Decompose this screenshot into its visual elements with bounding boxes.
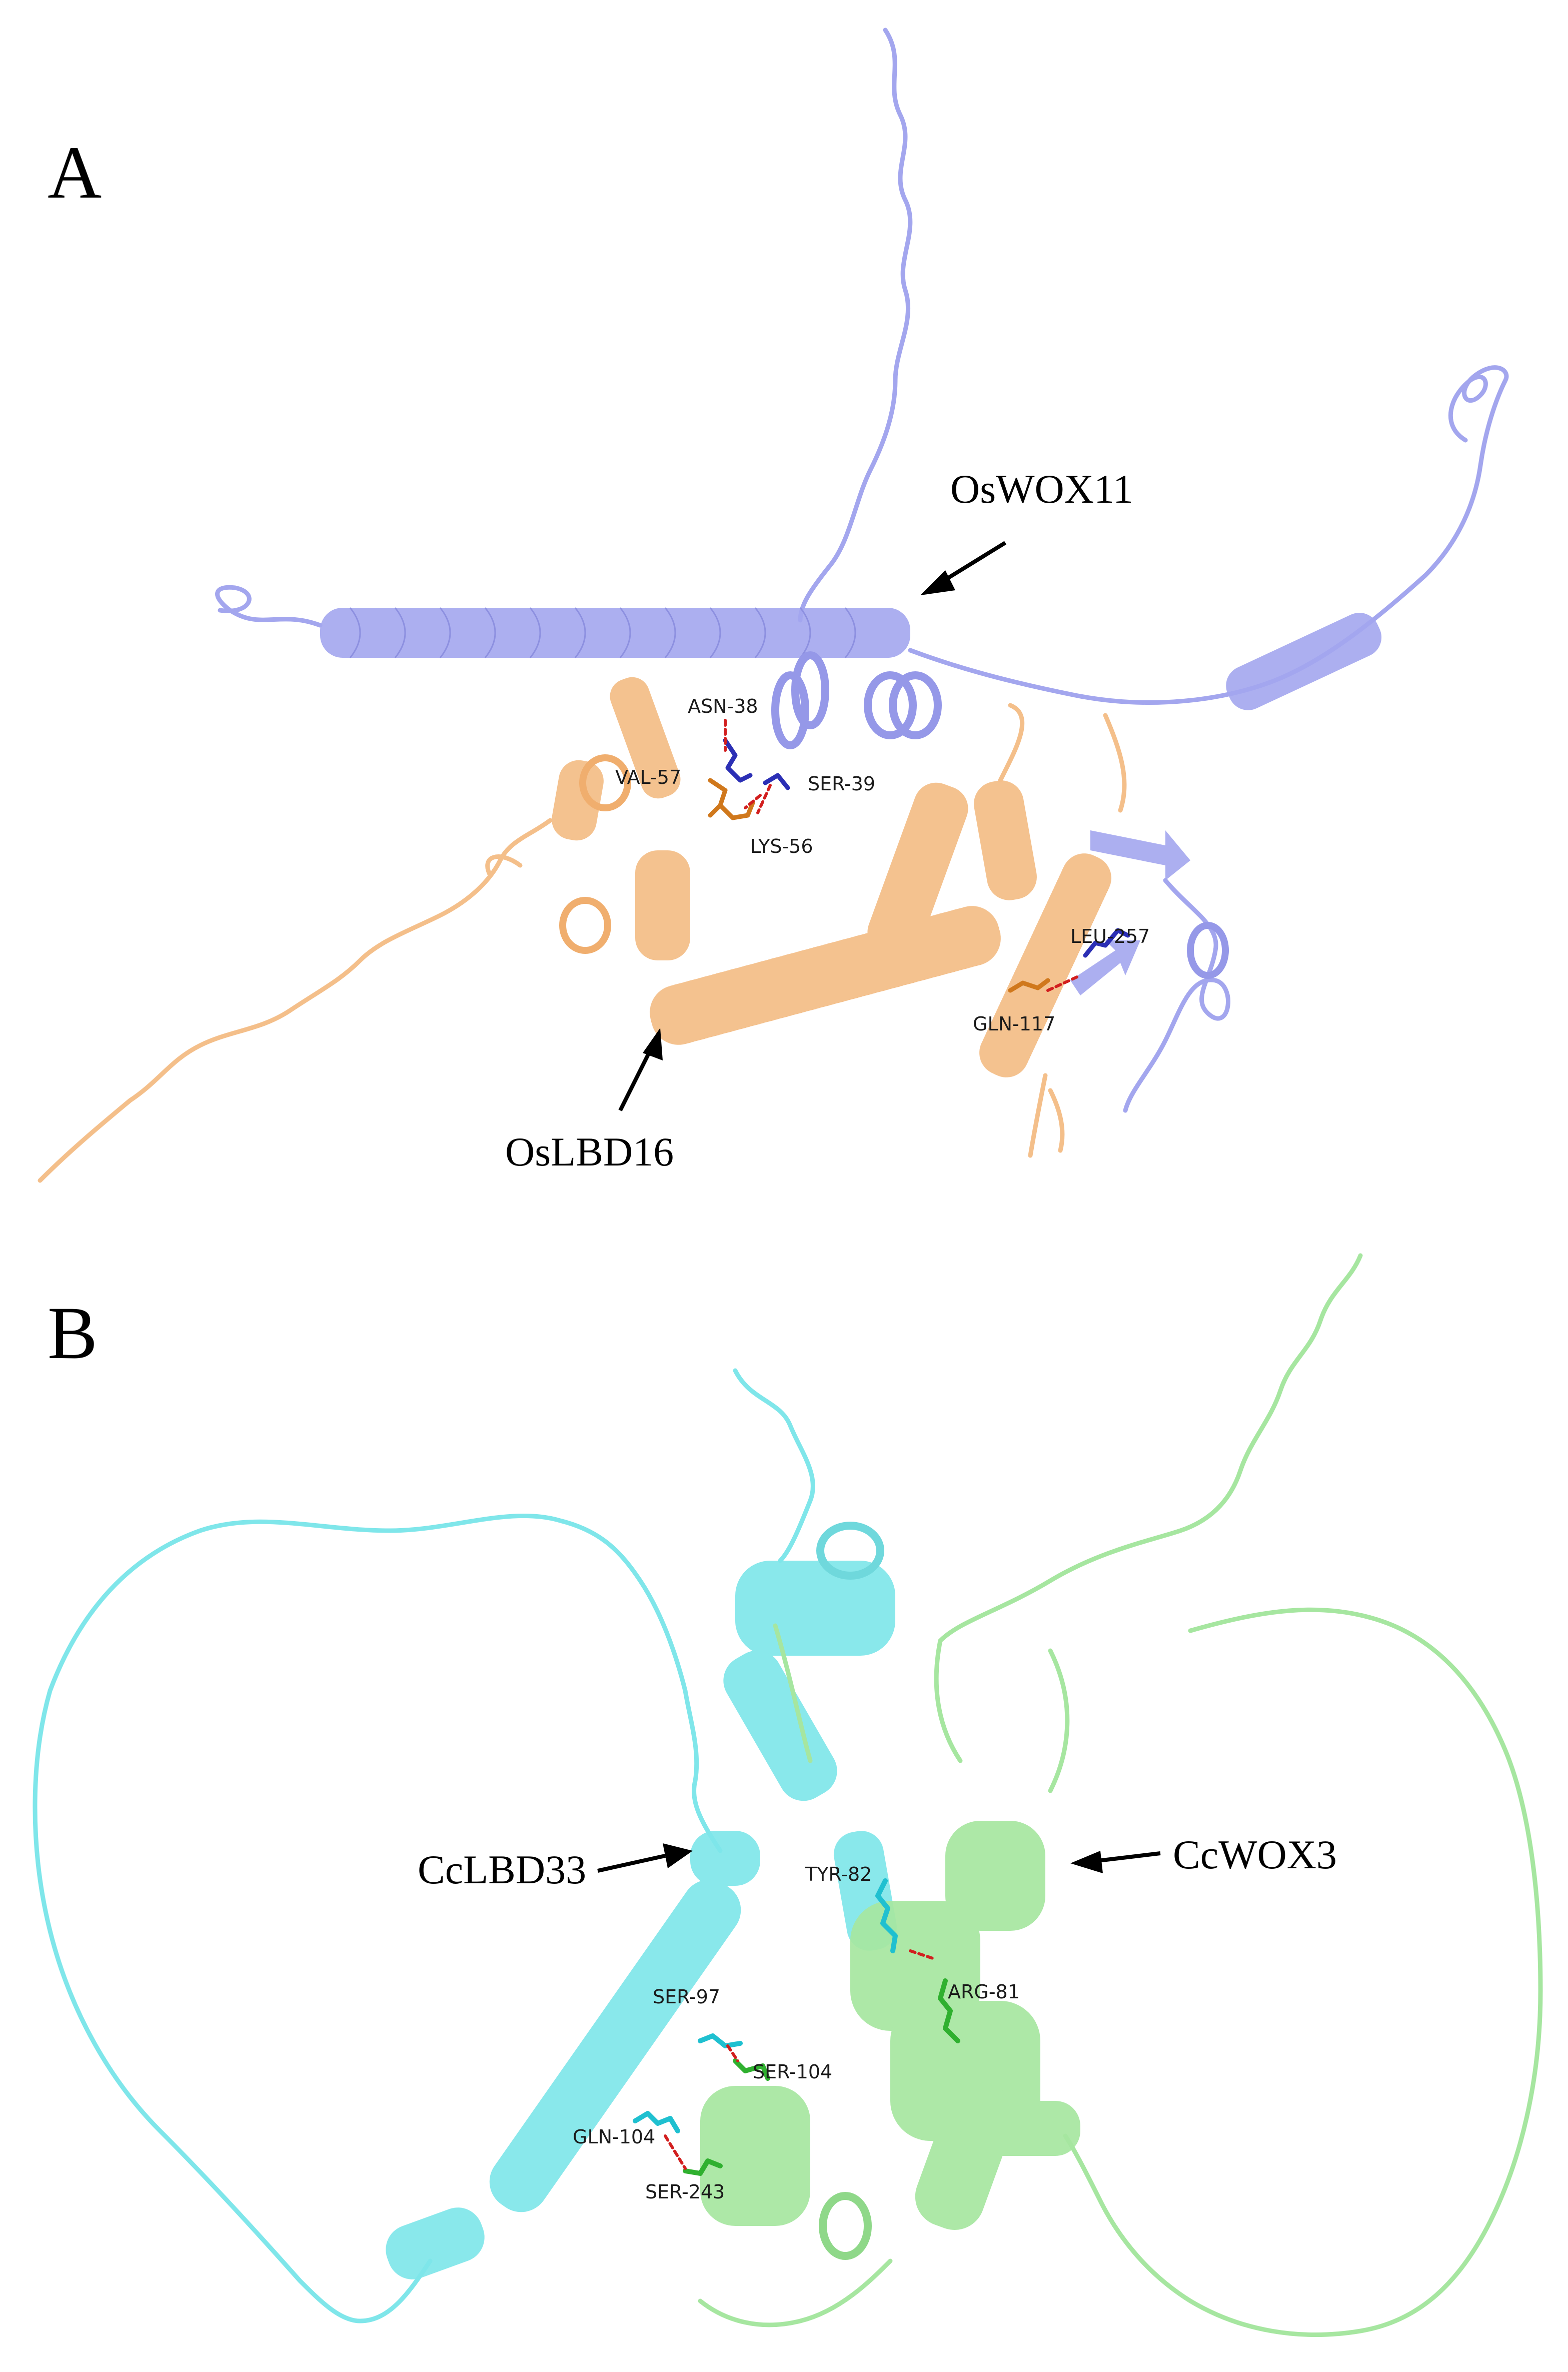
ccwox3-coil-right bbox=[1063, 1607, 1543, 2337]
oswox11-coil-left bbox=[215, 585, 323, 628]
panel-b-interactions bbox=[633, 1878, 960, 2176]
arrow-oswox11 bbox=[920, 541, 1007, 595]
panel-a-interactions bbox=[708, 719, 1130, 993]
panel-a-letter: A bbox=[48, 131, 102, 214]
panel-b-letter: B bbox=[48, 1292, 98, 1375]
ccwox3-coil-top bbox=[938, 1253, 1363, 1643]
residue-label-leu-257: LEU-257 bbox=[1070, 925, 1150, 947]
oswox11-structure bbox=[215, 28, 1509, 1113]
oswox11-coil-right bbox=[908, 365, 1509, 705]
cclbd33-helices bbox=[386, 1561, 897, 2279]
cclbd33-coil-loop bbox=[33, 1368, 815, 2323]
oswox11-helix-right bbox=[1226, 613, 1382, 710]
protein-label-ccwox3: CcWOX3 bbox=[1173, 1832, 1337, 1877]
residue-label-ser-39: SER-39 bbox=[808, 773, 875, 795]
oslbd16-helices bbox=[552, 677, 1111, 1077]
residue-label-arg-81: ARG-81 bbox=[948, 1981, 1020, 2003]
residue-label-ser-104: SER-104 bbox=[753, 2061, 832, 2083]
oswox11-helix-main bbox=[320, 608, 910, 658]
residue-label-asn-38: ASN-38 bbox=[688, 695, 758, 717]
arrow-oslbd16 bbox=[618, 1028, 663, 1111]
panel-b: B bbox=[33, 1253, 1543, 2337]
ccwox3-coil-center bbox=[698, 1623, 1070, 2327]
residue-label-ser-97: SER-97 bbox=[653, 1986, 720, 2008]
arrow-ccwox3 bbox=[1070, 1851, 1161, 1873]
arrow-cclbd33 bbox=[597, 1843, 693, 1873]
oslbd16-helix-ring bbox=[559, 754, 631, 954]
protein-label-cclbd33: CcLBD33 bbox=[418, 1847, 586, 1892]
oslbd16-coil-lower bbox=[1028, 1073, 1065, 1158]
oswox11-coil-top bbox=[798, 28, 913, 623]
oswox11-helix-coil bbox=[1187, 922, 1229, 979]
residue-label-val-57: VAL-57 bbox=[615, 766, 681, 788]
ccwox3-helices bbox=[700, 1821, 1080, 2230]
protein-label-oswox11: OsWOX11 bbox=[950, 466, 1133, 512]
oslbd16-coil-tail bbox=[38, 818, 553, 1183]
panel-a-residue-labels: ASN-38 VAL-57 SER-39 LYS-56 LEU-257 GLN-… bbox=[615, 695, 1150, 1035]
panel-a: A bbox=[38, 28, 1509, 1183]
cclbd33-helix-top bbox=[816, 1522, 884, 1580]
oswox11-coil-lower bbox=[1123, 878, 1230, 1113]
residue-label-ser-243: SER-243 bbox=[645, 2181, 725, 2203]
oswox11-small-helices bbox=[771, 651, 942, 749]
residue-label-lys-56: LYS-56 bbox=[750, 835, 813, 857]
protein-label-oslbd16: OsLBD16 bbox=[505, 1129, 674, 1174]
residue-label-gln-117: GLN-117 bbox=[973, 1013, 1055, 1035]
oslbd16-coil-upper bbox=[485, 703, 1127, 878]
oslbd16-structure bbox=[38, 677, 1127, 1183]
oswox11-beta-sheet bbox=[1070, 830, 1190, 995]
residue-label-tyr-82: TYR-82 bbox=[805, 1863, 872, 1885]
residue-label-gln-104: GLN-104 bbox=[573, 2126, 655, 2148]
oswox11-helix-turns bbox=[349, 607, 856, 658]
panel-b-residue-labels: TYR-82 ARG-81 SER-97 SER-104 GLN-104 SER… bbox=[573, 1863, 1020, 2203]
ccwox3-structure bbox=[698, 1253, 1543, 2337]
ccwox3-helix-ring bbox=[819, 2192, 872, 2260]
